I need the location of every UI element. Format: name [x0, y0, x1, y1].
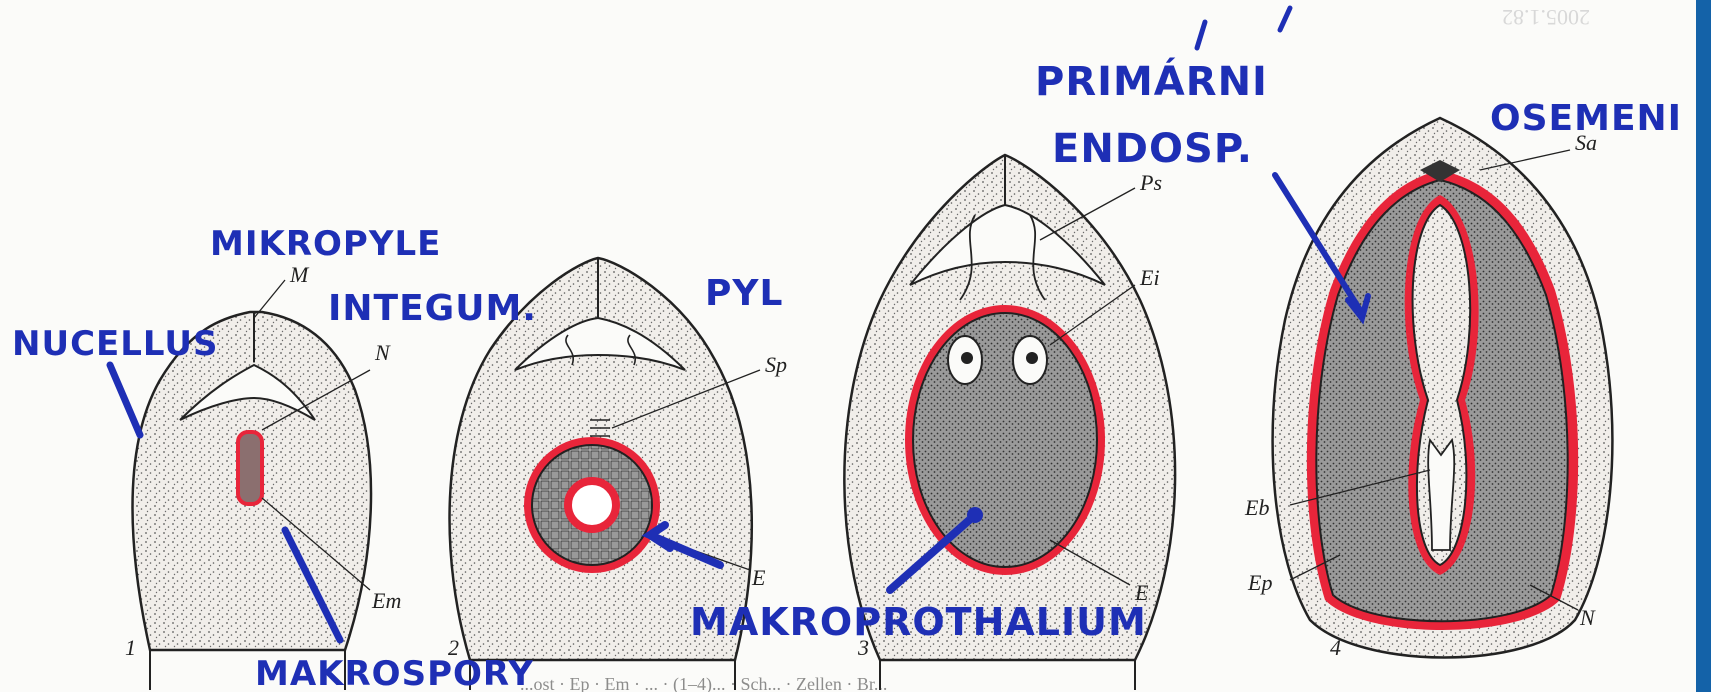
hand-accent-stroke-1	[1197, 22, 1205, 48]
hand-label-primarni: PRIMÁRNI	[1035, 57, 1268, 105]
figure-4-label-eb: Eb	[1244, 495, 1269, 520]
hand-label-makroprothalium: MAKROPROTHALIUM	[690, 600, 1147, 644]
hand-label-makrospory: MAKROSPORY	[255, 654, 534, 692]
hand-label-nucellus: NUCELLUS	[12, 324, 218, 364]
figure-4-seed: Sa Eb Ep N 4	[1244, 118, 1612, 660]
figure-2-megaspore-center	[568, 481, 616, 529]
figure-1-number: 1	[125, 635, 136, 660]
figure-3-prothallium	[913, 313, 1097, 567]
figure-2-label-e: E	[751, 565, 766, 590]
caption-fragment: ...ost · Ep · Em · ... · (1–4)... · Sch.…	[520, 674, 887, 692]
figure-1-label-m: M	[289, 262, 310, 287]
figure-4-number: 4	[1330, 635, 1341, 660]
hand-label-endosp: ENDOSP.	[1052, 126, 1253, 172]
figure-3-label-ps: Ps	[1139, 170, 1162, 195]
hand-label-integum: INTEGUM.	[328, 288, 537, 329]
figure-2-label-sp: Sp	[765, 352, 787, 377]
figure-1-label-em: Em	[371, 588, 401, 613]
figure-1-label-n: N	[374, 340, 391, 365]
figure-1-megaspore	[238, 432, 262, 504]
hand-arrow-nucellus	[110, 365, 140, 435]
hand-label-oseheni: OSEMENI	[1490, 98, 1682, 139]
hand-label-pyl: PYL	[705, 273, 783, 314]
hand-accent-stroke-2	[1280, 8, 1290, 30]
figure-4-label-n: N	[1579, 605, 1596, 630]
scan-number: 2005.1.82	[1502, 5, 1590, 30]
figure-4-label-ep: Ep	[1247, 570, 1272, 595]
figure-4-embryo	[1428, 440, 1454, 550]
side-bar	[1696, 0, 1711, 692]
hand-label-mikropyle: MIKROPYLE	[210, 224, 441, 264]
figure-3-label-ei: Ei	[1139, 265, 1160, 290]
